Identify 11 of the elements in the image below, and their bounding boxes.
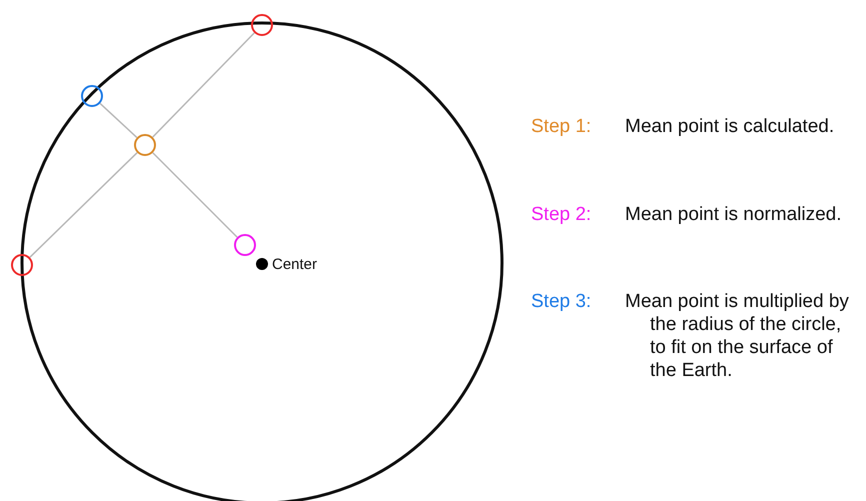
connector-line (29, 152, 138, 258)
step-description: Mean point is calculated. (625, 115, 836, 138)
connector-line (100, 102, 138, 138)
point-label: Center (272, 256, 318, 273)
step-heading: Step 1: (531, 115, 592, 138)
connector-line (152, 32, 255, 138)
connector-line (152, 152, 238, 238)
step-description: Mean point is multiplied by the radius of the circle, to fit on the surface of the Earth. (625, 290, 850, 382)
step-description: Mean point is normalized. (625, 203, 842, 226)
step-heading: Step 2: (531, 203, 592, 226)
step-heading: Step 3: (531, 290, 592, 313)
